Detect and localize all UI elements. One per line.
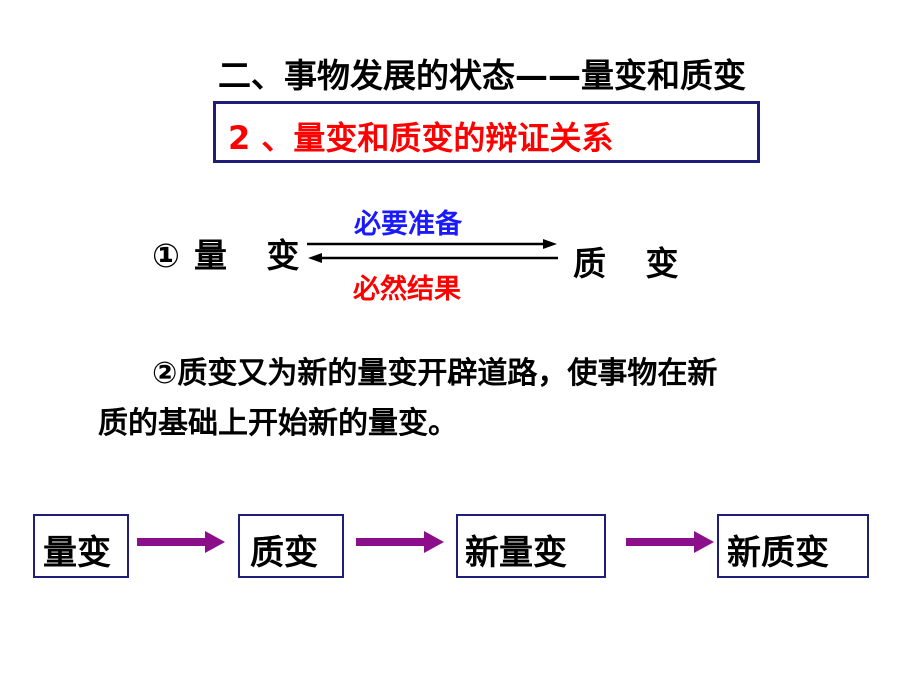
double-arrow-icon bbox=[307, 239, 558, 263]
paragraph-line-1: ②质变又为新的量变开辟道路，使事物在新 bbox=[152, 356, 718, 391]
relation-left-term: ①量 变 bbox=[152, 236, 314, 275]
flow-step-label-2: 质变 bbox=[250, 533, 318, 573]
arrow-right-icon bbox=[626, 531, 714, 553]
arrow-right-icon bbox=[356, 531, 444, 553]
flow-step-box-2 bbox=[238, 514, 344, 578]
backward-arrow bbox=[308, 253, 558, 263]
subtitle-text: 2 、量变和质变的辩证关系 bbox=[228, 119, 614, 157]
flow-step-box-4 bbox=[717, 514, 869, 578]
flow-step-label-3: 新量变 bbox=[465, 533, 567, 573]
paragraph-line-2: 质的基础上开始新的量变。 bbox=[98, 406, 458, 441]
relation-top-label: 必要准备 bbox=[354, 209, 462, 240]
forward-arrow bbox=[307, 239, 557, 249]
relation-bottom-label: 必然结果 bbox=[353, 274, 461, 305]
subtitle-box bbox=[213, 101, 760, 163]
flow-step-label-1: 量变 bbox=[43, 533, 111, 573]
flow-step-box-3 bbox=[456, 514, 606, 578]
relation-right-term: 质 变 bbox=[573, 244, 693, 283]
page-title: 二、事物发展的状态——量变和质变 bbox=[218, 56, 746, 95]
arrow-right-icon bbox=[137, 531, 225, 553]
flow-step-label-4: 新质变 bbox=[727, 533, 829, 573]
flow-step-box-1 bbox=[33, 514, 129, 578]
